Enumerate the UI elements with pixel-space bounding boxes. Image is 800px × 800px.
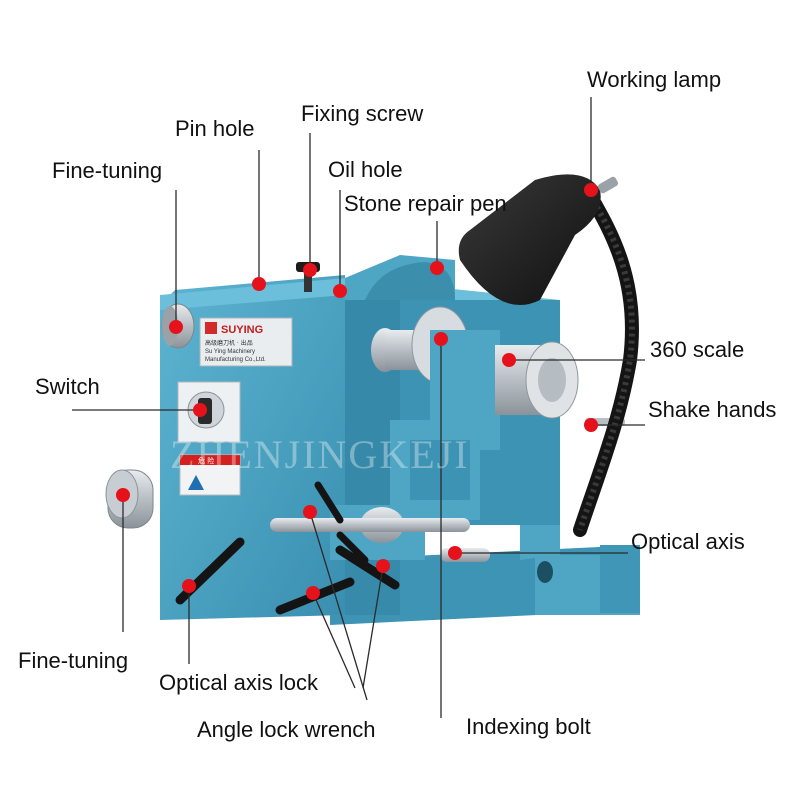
marker-fine-tuning-top bbox=[169, 320, 183, 334]
label-optical-axis: Optical axis bbox=[631, 529, 745, 554]
marker-fine-tuning-bottom bbox=[116, 488, 130, 502]
label-fine-tuning-top: Fine-tuning bbox=[52, 158, 163, 183]
brand-plate bbox=[199, 317, 293, 367]
label-fine-tuning-bottom: Fine-tuning bbox=[18, 648, 129, 673]
label-switch: Switch bbox=[35, 374, 100, 399]
marker-indexing-bolt bbox=[434, 332, 448, 346]
marker-stone-repair-pen bbox=[430, 261, 444, 275]
brand-text: SUYING bbox=[221, 324, 263, 336]
plate-line-1: 高级磨刀机 · 出品 bbox=[205, 339, 253, 347]
label-working-lamp: Working lamp bbox=[587, 67, 722, 92]
lamp-arm bbox=[573, 188, 639, 537]
switch-panel bbox=[177, 381, 241, 443]
label-shake-hands: Shake hands bbox=[648, 397, 777, 422]
label-oil-hole: Oil hole bbox=[328, 157, 403, 182]
label-360-scale: 360 scale bbox=[650, 337, 745, 362]
warning-sign bbox=[179, 454, 241, 496]
plate-line-3: Manufacturing Co.,Ltd. bbox=[205, 357, 266, 363]
plate-line-2: Su Ying Machinery bbox=[205, 349, 255, 355]
marker-working-lamp bbox=[584, 183, 598, 197]
marker-angle-lock-1 bbox=[303, 505, 317, 519]
markers bbox=[116, 183, 598, 600]
label-indexing-bolt: Indexing bolt bbox=[466, 714, 591, 739]
label-pin-hole: Pin hole bbox=[175, 116, 255, 141]
base-plate bbox=[330, 525, 640, 625]
label-fixing-screw: Fixing screw bbox=[301, 101, 424, 126]
marker-360-scale bbox=[502, 353, 516, 367]
marker-switch bbox=[193, 403, 207, 417]
marker-optical-axis-lock bbox=[182, 579, 196, 593]
watermark: ZHENJINGKEJI bbox=[170, 432, 470, 477]
marker-fixing-screw bbox=[303, 263, 317, 277]
label-stone-repair-pen: Stone repair pen bbox=[344, 191, 507, 216]
marker-oil-hole bbox=[333, 284, 347, 298]
lamp-shade bbox=[458, 174, 619, 305]
marker-angle-lock-3 bbox=[376, 559, 390, 573]
marker-optical-axis bbox=[448, 546, 462, 560]
marker-shake-hands bbox=[584, 418, 598, 432]
fine-tuning-knob-bottom bbox=[105, 469, 154, 529]
label-angle-lock-wrench: Angle lock wrench bbox=[197, 717, 376, 742]
workhead bbox=[330, 420, 480, 560]
leader-lines bbox=[72, 97, 645, 718]
marker-pin-hole bbox=[252, 277, 266, 291]
warning-text: 危 险 bbox=[198, 456, 214, 465]
marker-angle-lock-2 bbox=[306, 586, 320, 600]
label-optical-axis-lock: Optical axis lock bbox=[159, 670, 318, 695]
